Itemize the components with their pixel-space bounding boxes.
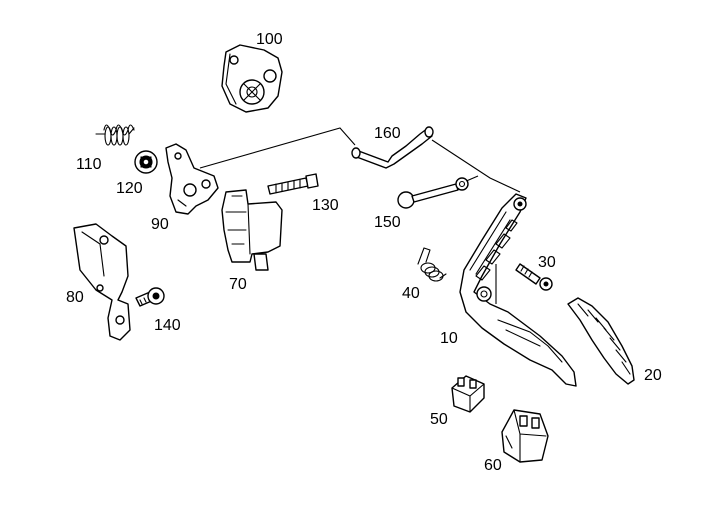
part-90-mount-bracket [165,143,219,215]
part-20-pedal-pad [567,297,635,385]
part-140-bolt-washer [135,287,165,307]
part-110-coil-spring [95,124,135,146]
callout-80: 80 [66,289,84,306]
callout-labels: 100 110 120 90 130 160 150 70 80 140 40 … [66,31,662,474]
part-160-connecting-rod [351,126,434,169]
callout-20: 20 [644,367,662,384]
callout-150: 150 [374,214,401,231]
part-130-bolt [267,173,319,195]
callout-50: 50 [430,411,448,428]
callout-100: 100 [256,31,283,48]
callout-90: 90 [151,216,169,233]
part-40-torsion-spring [417,247,447,282]
part-150-ball-link [397,177,469,209]
callout-70: 70 [229,276,247,293]
callout-130: 130 [312,197,339,214]
part-30-adjust-screw [515,263,553,291]
callout-10: 10 [440,330,458,347]
callout-140: 140 [154,317,181,334]
callout-30: 30 [538,254,556,271]
callout-60: 60 [484,457,502,474]
leader-lines [199,127,521,304]
part-80-mounting-plate [73,223,131,341]
callout-40: 40 [402,285,420,302]
part-50-switch [451,375,485,413]
callout-160: 160 [374,125,401,142]
callout-110: 110 [76,156,102,173]
part-10-pedal-lever [459,193,577,387]
callout-120: 120 [116,180,143,197]
part-70-sensor-unit [221,189,283,271]
part-60-sensor-housing [501,409,549,463]
part-120-bushing [134,150,158,174]
part-100-bracket-roller [221,44,283,113]
